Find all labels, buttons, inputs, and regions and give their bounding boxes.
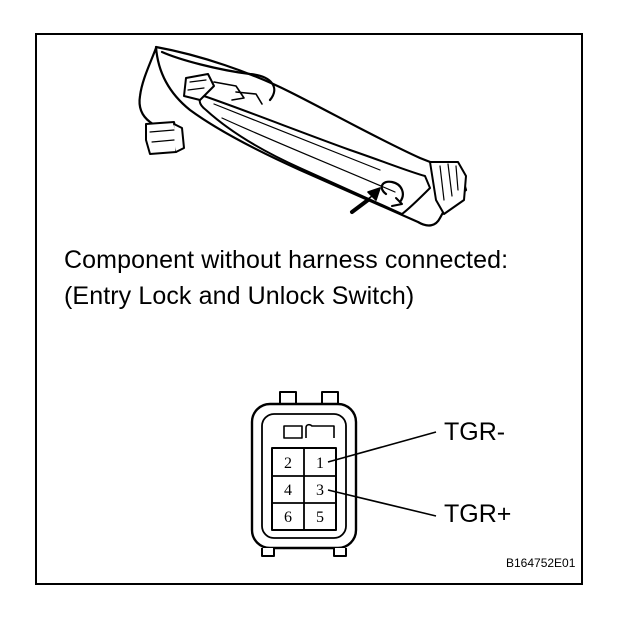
- caption-line-2: (Entry Lock and Unlock Switch): [64, 282, 415, 310]
- leader-line-tgr-minus: [327, 431, 437, 463]
- connector-face: [250, 391, 358, 557]
- pin-6: 6: [284, 509, 292, 526]
- pin-2: 2: [284, 455, 292, 472]
- leader-line-tgr-plus: [327, 489, 437, 517]
- door-handle-illustration: [138, 45, 468, 227]
- pin-1: 1: [316, 455, 324, 472]
- figure-code: B164752E01: [506, 556, 576, 570]
- label-tgr-plus: TGR+: [444, 500, 512, 528]
- diagram-frame: [35, 33, 583, 585]
- label-tgr-minus: TGR-: [444, 418, 506, 446]
- caption-line-1: Component without harness connected:: [64, 246, 509, 274]
- pin-3: 3: [316, 482, 324, 499]
- pin-4: 4: [284, 482, 292, 499]
- pin-5: 5: [316, 509, 324, 526]
